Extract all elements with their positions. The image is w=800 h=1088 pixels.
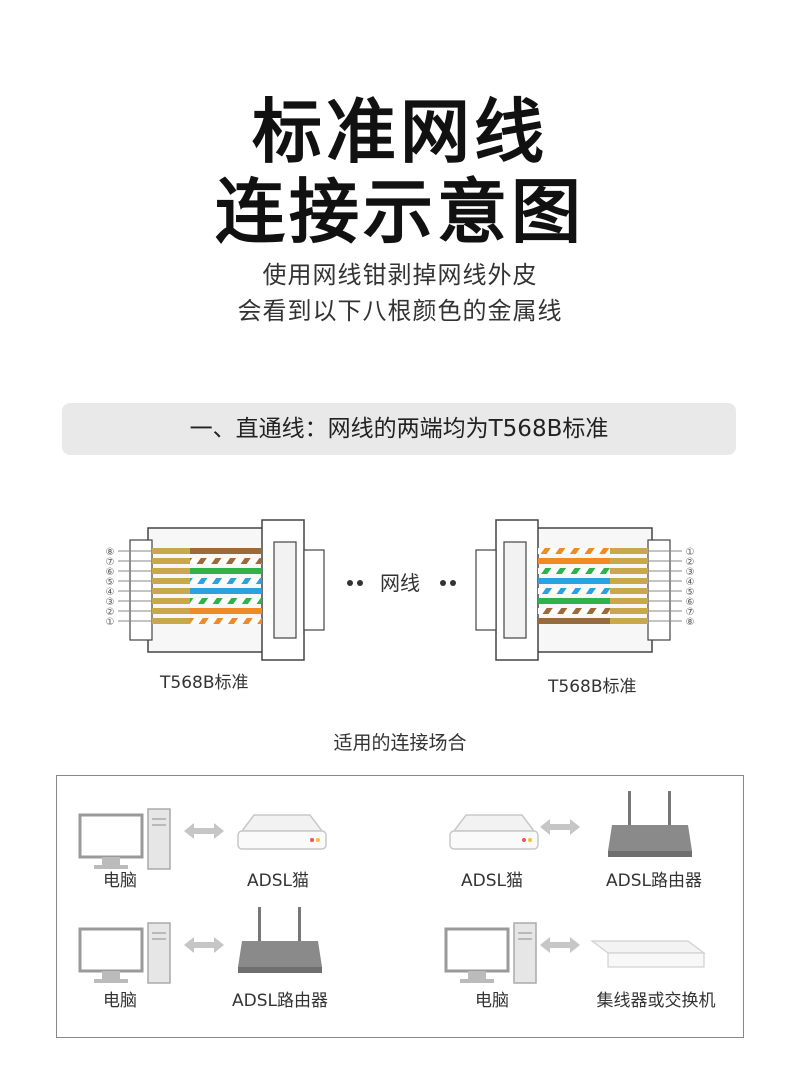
- right-standard-label: T568B标准: [548, 677, 637, 697]
- left-pin-8: ⑧: [106, 547, 115, 558]
- right-pin-3: ③: [686, 567, 695, 578]
- scenarios-frame: [56, 775, 744, 1038]
- cable-label: 网线: [380, 571, 420, 595]
- adsl-modem-icon: [449, 814, 539, 850]
- device-label: 电脑: [103, 871, 137, 891]
- right-pin-8: ⑧: [686, 617, 695, 628]
- router-icon: [238, 907, 322, 973]
- left-rj45-plug: ⑧ ⑦ ⑥ ⑤ ④ ③ ② ①: [106, 519, 325, 661]
- left-pin-5: ⑤: [106, 577, 115, 588]
- device-label: ADSL猫: [247, 871, 309, 891]
- right-pin-2: ②: [686, 557, 695, 568]
- scenarios-title: 适用的连接场合: [333, 732, 467, 754]
- connector-diagram: ⑧ ⑦ ⑥ ⑤ ④ ③ ② ① 网线: [106, 519, 695, 661]
- device-label: ADSL路由器: [606, 871, 702, 891]
- right-rj45-plug: ① ② ③ ④ ⑤ ⑥ ⑦ ⑧: [475, 519, 695, 661]
- title-line-2: 连接示意图: [215, 171, 585, 253]
- scenario-devices: [78, 791, 706, 985]
- subtitle-line-2: 会看到以下八根颜色的金属线: [237, 297, 563, 325]
- device-label: 电脑: [475, 991, 509, 1011]
- title-line-1: 标准网线: [252, 91, 548, 173]
- left-standard-label: T568B标准: [160, 673, 249, 693]
- double-arrow-icon: [184, 937, 224, 953]
- pc-icon: [444, 921, 538, 985]
- right-pin-5: ⑤: [686, 587, 695, 598]
- double-arrow-icon: [184, 823, 224, 839]
- left-pin-4: ④: [106, 587, 115, 598]
- left-pin-6: ⑥: [106, 567, 115, 578]
- router-icon: [608, 791, 692, 857]
- double-arrow-icon: [540, 937, 580, 953]
- right-pin-1: ①: [686, 547, 695, 558]
- left-pin-7: ⑦: [106, 557, 115, 568]
- left-pin-1: ①: [106, 617, 115, 628]
- left-pin-3: ③: [106, 597, 115, 608]
- left-pin-2: ②: [106, 607, 115, 618]
- subtitle-line-1: 使用网线钳剥掉网线外皮: [262, 261, 538, 289]
- right-pin-4: ④: [686, 577, 695, 588]
- adsl-modem-icon: [237, 814, 327, 850]
- double-arrow-icon: [540, 819, 580, 835]
- device-label: 电脑: [103, 991, 137, 1011]
- section-banner: 一、直通线：网线的两端均为T568B标准: [62, 403, 736, 455]
- pc-icon: [78, 921, 172, 985]
- device-label: ADSL猫: [461, 871, 523, 891]
- device-label: 集线器或交换机: [596, 991, 716, 1011]
- right-pin-7: ⑦: [686, 607, 695, 618]
- cable-indicator: 网线: [347, 571, 456, 595]
- pc-icon: [78, 807, 172, 871]
- switch-icon: [590, 940, 706, 968]
- right-pin-6: ⑥: [686, 597, 695, 608]
- device-label: ADSL路由器: [232, 991, 328, 1011]
